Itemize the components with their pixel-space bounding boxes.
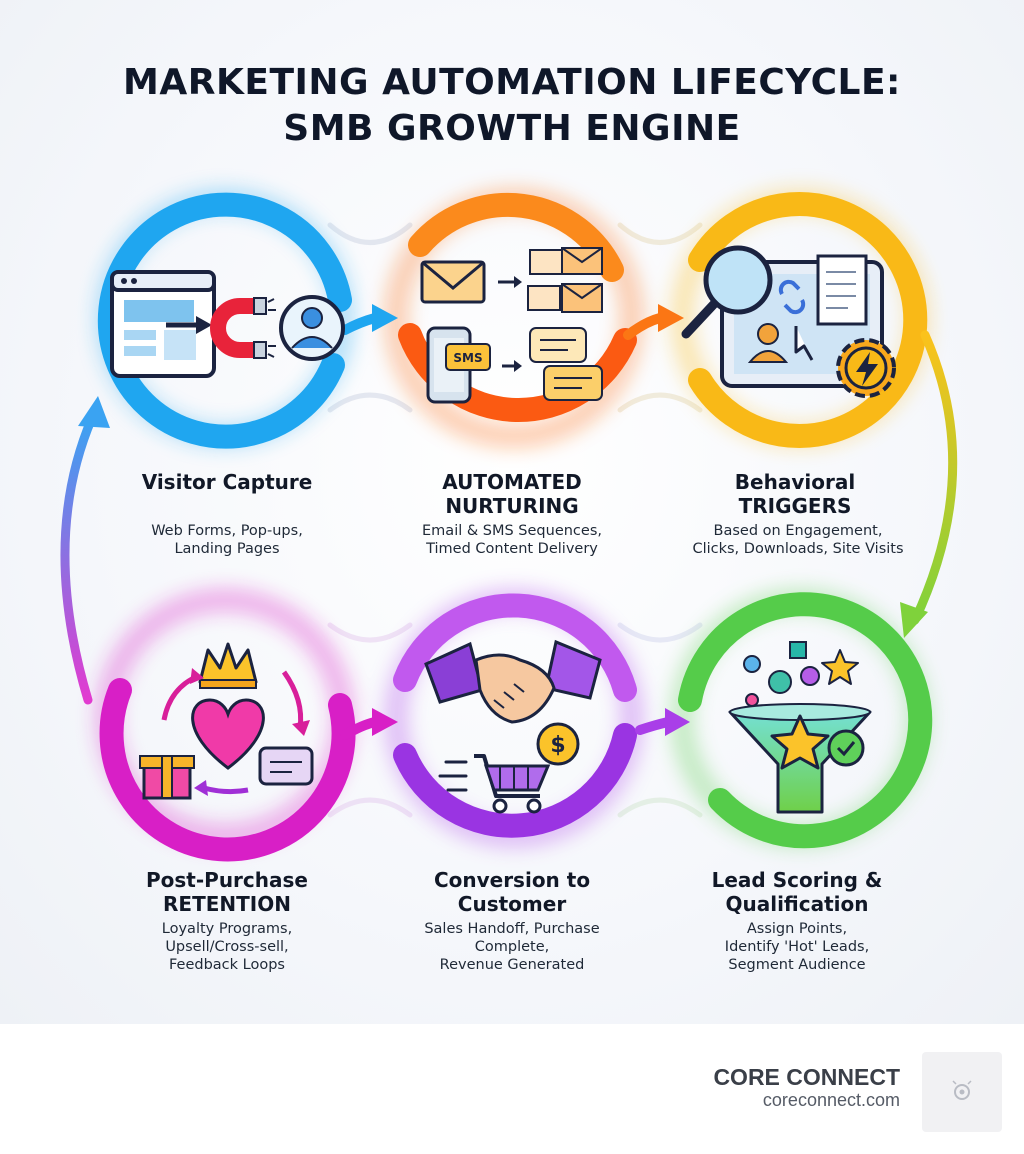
star-icon <box>770 649 859 770</box>
ring-nurturing <box>408 192 624 282</box>
arrow-head <box>900 602 928 638</box>
stage-title-visitor-capture: Visitor Capture <box>141 470 313 494</box>
connector-loops <box>327 222 703 818</box>
magnifier-icon <box>681 245 773 339</box>
ring-conversion-upper <box>393 593 637 702</box>
stage-title-retention: Post-Purchase RETENTION <box>146 868 308 916</box>
stage-title-triggers: Behavioral TRIGGERS <box>734 470 856 518</box>
page-title-line-2: SMB GROWTH ENGINE <box>283 108 741 149</box>
arrow-nurture-to-triggers <box>623 313 665 340</box>
lifecycle-diagram: SMS <box>60 189 958 862</box>
stage-title-nurturing: AUTOMATED NURTURING <box>442 470 582 518</box>
magnet-icon <box>166 297 276 359</box>
stage-desc-triggers: Based on Engagement, Clicks, Downloads, … <box>692 523 904 557</box>
checkmark-icon <box>827 729 865 767</box>
arrow-head <box>658 304 684 332</box>
stage-desc-visitor-capture: Web Forms, Pop-ups, Landing Pages <box>151 523 303 557</box>
footer: CORE CONNECT coreconnect.com <box>0 1024 1024 1154</box>
logo-mark-icon <box>952 1080 972 1100</box>
browser-window-icon <box>110 270 216 378</box>
document-icon <box>778 254 868 326</box>
dollar-coin-icon: $ <box>536 722 580 766</box>
arrow-head <box>372 708 398 736</box>
gift-icon <box>139 755 195 800</box>
stage-desc-retention: Loyalty Programs, Upsell/Cross-sell, Fee… <box>161 921 293 973</box>
stage-title-scoring: Lead Scoring & Qualification <box>711 868 883 916</box>
arrow-retention-to-capture <box>60 413 97 705</box>
stage-desc-scoring: Assign Points, Identify 'Hot' Leads, Seg… <box>724 921 870 973</box>
chat-bubble-icon <box>258 746 314 786</box>
crown-icon <box>198 642 258 689</box>
heart-icon <box>161 668 310 796</box>
brand-name: CORE CONNECT <box>713 1064 900 1090</box>
arrow-triggers-to-scoring <box>910 330 958 625</box>
arrow-head <box>372 304 398 332</box>
handshake-icon <box>424 639 602 724</box>
ring-retention <box>99 678 356 862</box>
ring-conversion-lower <box>393 723 637 838</box>
ring-scoring <box>678 592 933 849</box>
gear-lightning-icon <box>836 338 896 398</box>
flow-arrows <box>60 304 958 740</box>
envelope-icon <box>420 247 603 313</box>
shopping-cart-icon <box>438 754 551 814</box>
stage-title-conversion: Conversion to Customer <box>433 868 591 916</box>
brand-url[interactable]: coreconnect.com <box>762 1090 900 1110</box>
page-title-line-1: MARKETING AUTOMATION LIFECYCLE: <box>123 62 901 103</box>
sms-label: SMS <box>453 351 482 365</box>
arrow-head <box>78 396 110 428</box>
cursor-hand-icon <box>747 323 814 363</box>
user-avatar-icon <box>279 295 345 361</box>
smartphone-icon: SMS <box>426 326 522 404</box>
stage-desc-nurturing: Email & SMS Sequences, Timed Content Del… <box>422 523 602 557</box>
arrow-head <box>665 708 690 736</box>
arrow-scoring-to-conversion <box>635 717 673 735</box>
stage-desc-conversion: Sales Handoff, Purchase Complete, Revenu… <box>424 921 600 973</box>
ring-triggers <box>688 192 928 448</box>
dollar-sign: $ <box>550 733 565 758</box>
infographic-canvas: SMS <box>0 0 1024 1024</box>
chat-bubble-icon <box>529 327 603 401</box>
brand-logo <box>922 1052 1002 1132</box>
